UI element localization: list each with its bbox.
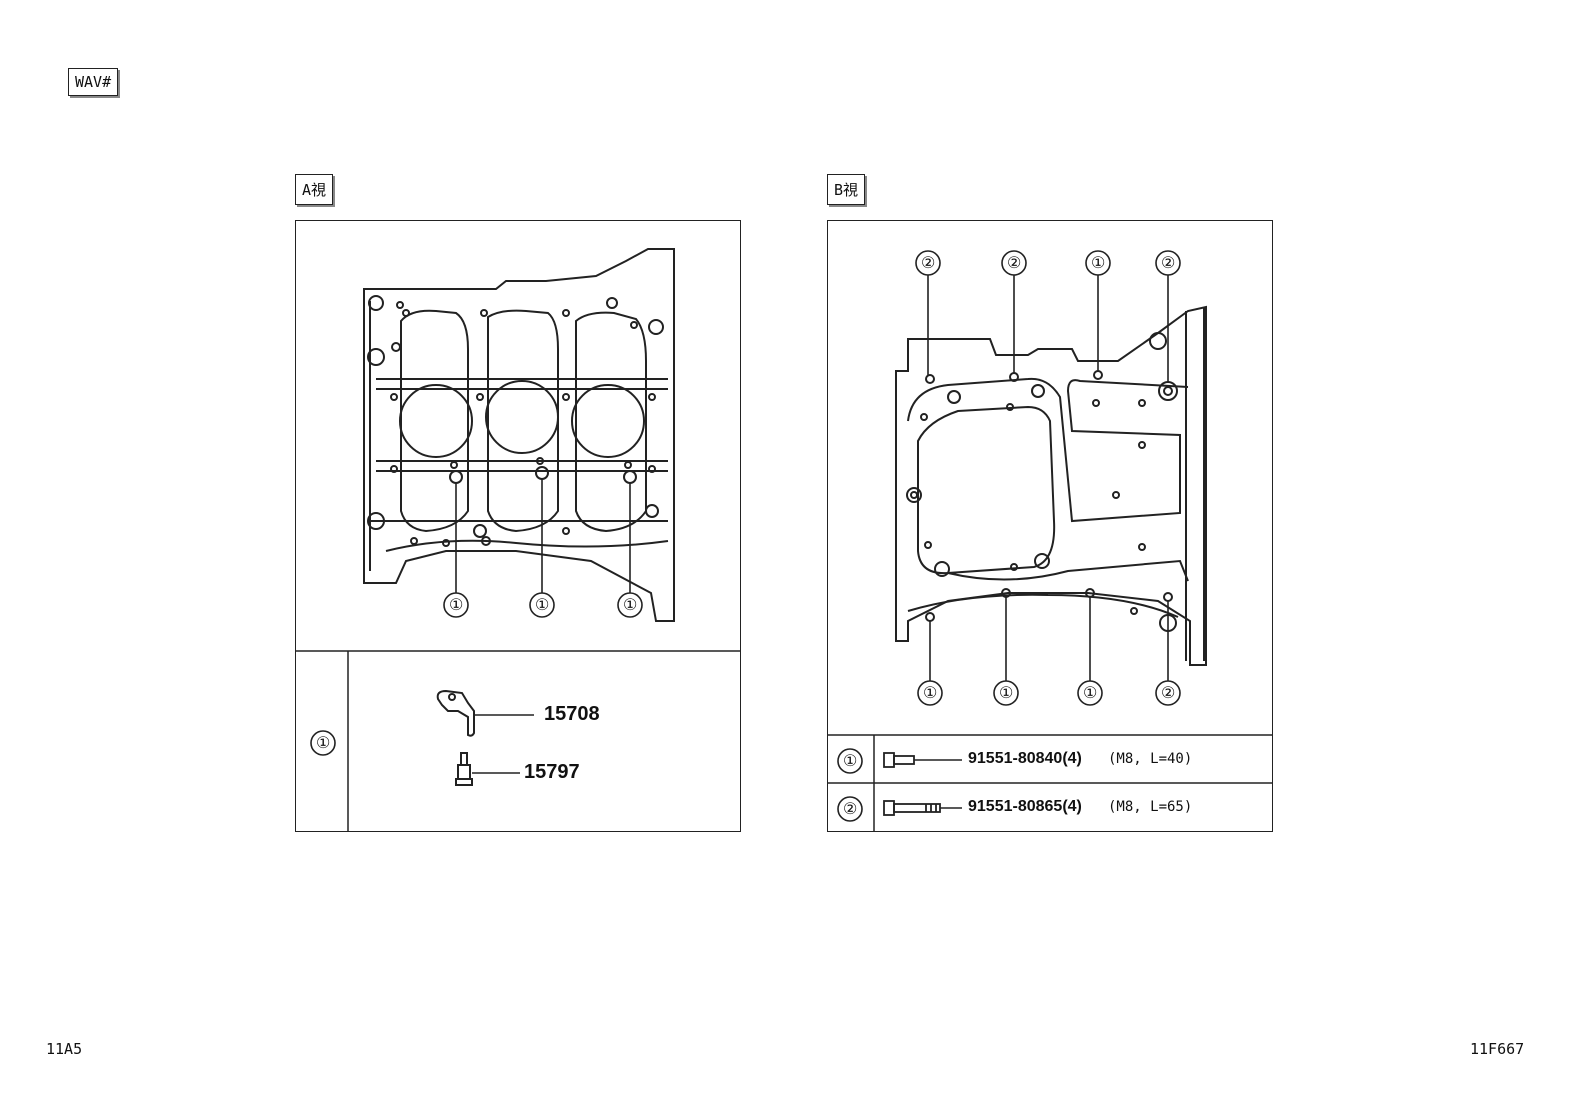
view-b-callout-circles: [915, 250, 1181, 706]
view-b-title: B視: [834, 181, 859, 199]
part-number-union-bolt[interactable]: 15797: [524, 761, 580, 783]
cylinder-block-bottom-view: [895, 305, 1207, 666]
bolt-l65-spec: (M8, L=65): [1108, 799, 1193, 815]
view-b-top-callout-4: ②: [1161, 253, 1176, 272]
view-a-callout-circles: [443, 592, 643, 618]
view-b-bottom-callout-2: ①: [999, 683, 1014, 702]
bolt-l40-spec: (M8, L=40): [1108, 751, 1193, 767]
view-b-drawing: [828, 250, 1272, 831]
view-a-title-tag: A視: [295, 174, 334, 205]
view-b-bottom-callout-1: ①: [923, 683, 938, 702]
view-b-panel: ② ② ① ② ① ① ① ② ① 91551-80840(4) (M8, L=…: [827, 220, 1273, 832]
view-b-bottom-callout-4: ②: [1161, 683, 1176, 702]
view-a-drawing: [296, 248, 740, 831]
view-a-callout-2: ①: [535, 595, 550, 614]
part-number-oil-jet[interactable]: 15708: [544, 703, 600, 725]
view-b-top-callout-1: ②: [921, 253, 936, 272]
footer-left-code: 11A5: [46, 1040, 83, 1058]
oil-jet-part-drawing: [436, 689, 534, 737]
view-b-top-callout-3: ①: [1091, 253, 1106, 272]
bolt-m8-l40-drawing: [883, 752, 962, 768]
footer-right-code: 11F667: [1470, 1040, 1525, 1058]
view-b-legend-marker-1: ①: [843, 751, 858, 770]
view-a-legend-marker: ①: [316, 733, 331, 752]
view-a-callout-1: ①: [449, 595, 464, 614]
view-a-title: A視: [302, 181, 327, 199]
view-b-leader-lines: [927, 275, 1169, 681]
view-b-title-tag: B視: [827, 174, 866, 205]
view-b-legend-marker-2: ②: [843, 799, 858, 818]
view-a-leader-lines: [455, 479, 631, 593]
bottom-bolt-holes: [906, 332, 1178, 632]
bolt-m8-l65-drawing: [883, 800, 962, 816]
part-number-bolt-l65[interactable]: 91551-80865(4): [968, 798, 1082, 815]
model-code-tag: WAV#: [68, 68, 119, 96]
view-a-panel: ① ① ① ① 15708 15797: [295, 220, 741, 832]
union-bolt-part-drawing: [455, 752, 520, 786]
view-b-top-callout-2: ②: [1007, 253, 1022, 272]
block-bolt-holes: [367, 295, 664, 547]
cylinder-block-front-view: [363, 248, 675, 622]
model-code: WAV#: [75, 73, 112, 91]
view-a-callout-3: ①: [623, 595, 638, 614]
part-number-bolt-l40[interactable]: 91551-80840(4): [968, 750, 1082, 767]
oil-jet-positions: [449, 457, 637, 484]
view-b-bottom-callout-3: ①: [1083, 683, 1098, 702]
